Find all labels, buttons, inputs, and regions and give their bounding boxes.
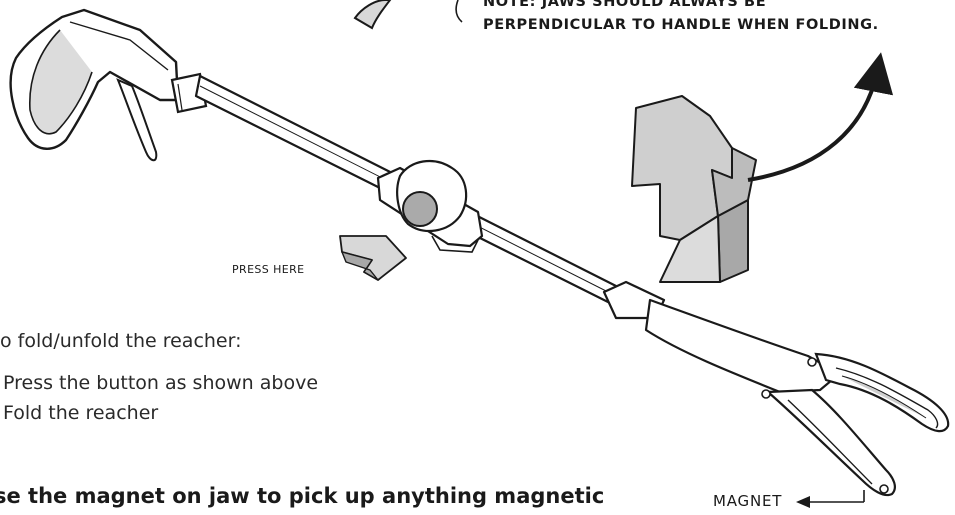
release-button-icon [402, 191, 438, 227]
magnet-tip-text: se the magnet on jaw to pick up anything… [0, 484, 605, 508]
instruction-step: Fold the reacher [3, 402, 159, 424]
instructions-title: o fold/unfold the reacher: [0, 330, 242, 352]
folding-note: NOTE: JAWS SHOULD ALWAYS BE PERPENDICULA… [483, 0, 953, 37]
magnet-tip-icon [879, 484, 889, 494]
press-here-label: PRESS HERE [232, 263, 305, 276]
magnet-label: MAGNET [713, 492, 783, 510]
note-line-2: PERPENDICULAR TO HANDLE WHEN FOLDING. [483, 17, 879, 33]
rotate-jaws-arrow-icon [631, 95, 757, 283]
partial-jaw-icon [353, 0, 463, 30]
magnet-pointer-icon [796, 490, 865, 508]
reacher-handle-icon [9, 8, 180, 162]
curved-arrow-icon [747, 52, 894, 182]
instruction-step: Press the button as shown above [3, 372, 319, 394]
note-line-1: NOTE: JAWS SHOULD ALWAYS BE [483, 0, 767, 10]
press-here-arrow-icon [339, 235, 407, 281]
reacher-jaws-icon [644, 298, 950, 497]
